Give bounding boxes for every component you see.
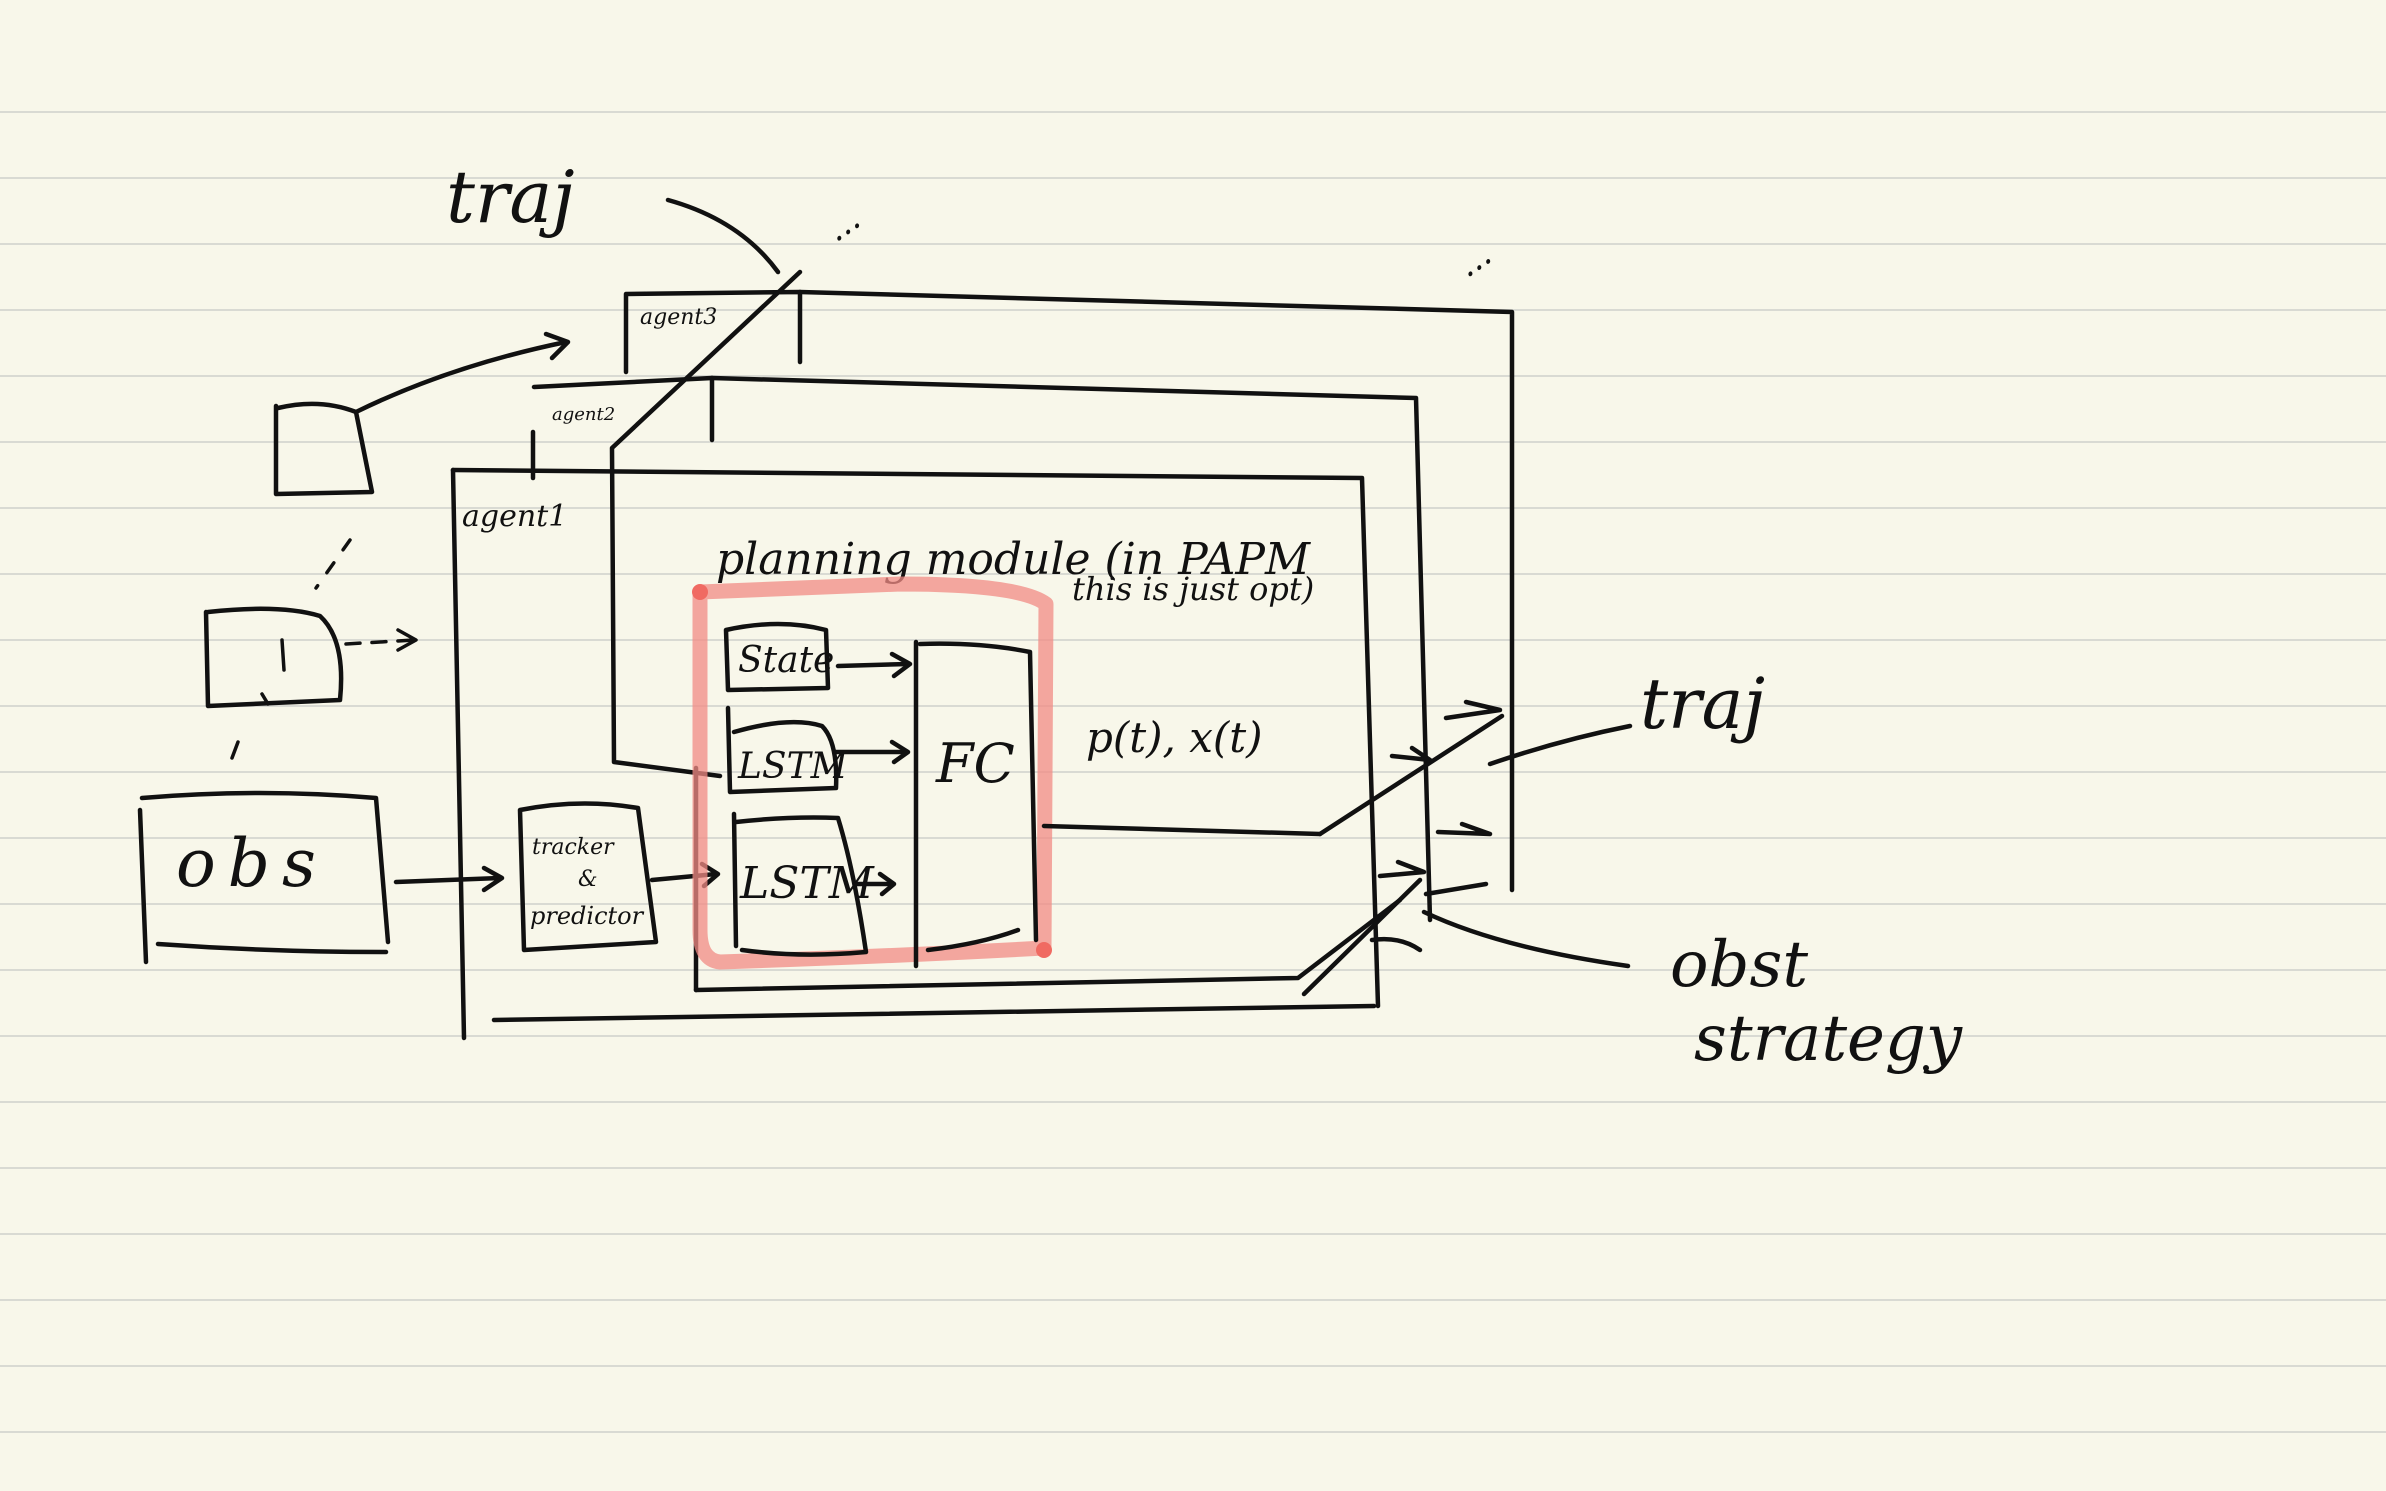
- observation-box-upper: [273, 401, 375, 497]
- obs-box: [137, 790, 391, 965]
- dashed-link-upper: [314, 538, 352, 590]
- obst-connector: [1301, 877, 1423, 997]
- lstm1-label: LSTM: [737, 746, 849, 787]
- obst-label-line2: strategy: [1694, 1002, 1963, 1076]
- outputs-label: p(t), x(t): [1086, 713, 1263, 762]
- highlight-dot-start: [692, 584, 708, 600]
- arrow-to-agent3: [353, 339, 569, 415]
- ellipsis-top: ...: [818, 199, 868, 250]
- state-label: State: [738, 640, 834, 681]
- traj-top-curve: [665, 197, 781, 275]
- traj-right-label: traj: [1640, 663, 1765, 745]
- obs-label: obs: [176, 825, 328, 902]
- arrow-state-to-fc: [835, 661, 911, 669]
- tracker-box: [517, 801, 659, 953]
- tracker-label-line1: tracker: [532, 835, 615, 860]
- agent3-frame: [623, 289, 1515, 893]
- state-box: [723, 621, 831, 693]
- agent1-label: agent1: [462, 499, 567, 534]
- tracker-label-line3: predictor: [530, 902, 645, 930]
- ruled-lines: [0, 111, 2386, 1433]
- tracker-label-line2: &: [578, 867, 598, 892]
- planning-module-highlight: [692, 576, 1054, 970]
- dashed-link-lower: [230, 740, 240, 760]
- lstm2-label: LSTM: [739, 858, 875, 909]
- fc-output-line: [1041, 823, 1323, 837]
- traj-top-label: traj: [446, 155, 575, 239]
- agent3-label: agent3: [640, 305, 717, 330]
- observation-box-middle: [203, 606, 344, 709]
- agent1-frame: [450, 429, 1381, 1041]
- traj-right-connector: [1317, 713, 1505, 837]
- planning-title: planning module (in PAPM: [716, 534, 1311, 585]
- trailing-dot: [1923, 1065, 1929, 1071]
- highlight-dot-end: [1036, 942, 1052, 958]
- fc-box: [913, 639, 1039, 969]
- obst-label-line1: obst: [1670, 928, 1808, 1002]
- ellipsis-right: ...: [1449, 234, 1499, 285]
- traj-feedback-line: [609, 269, 803, 779]
- fc-label: FC: [935, 732, 1015, 795]
- dashed-arrow-to-agent1: [344, 638, 416, 646]
- agent2-label: agent2: [552, 404, 615, 425]
- arrow-obs-to-tracker: [393, 875, 503, 885]
- lstm1-box: [725, 705, 839, 795]
- planning-note: this is just opt): [1072, 570, 1314, 608]
